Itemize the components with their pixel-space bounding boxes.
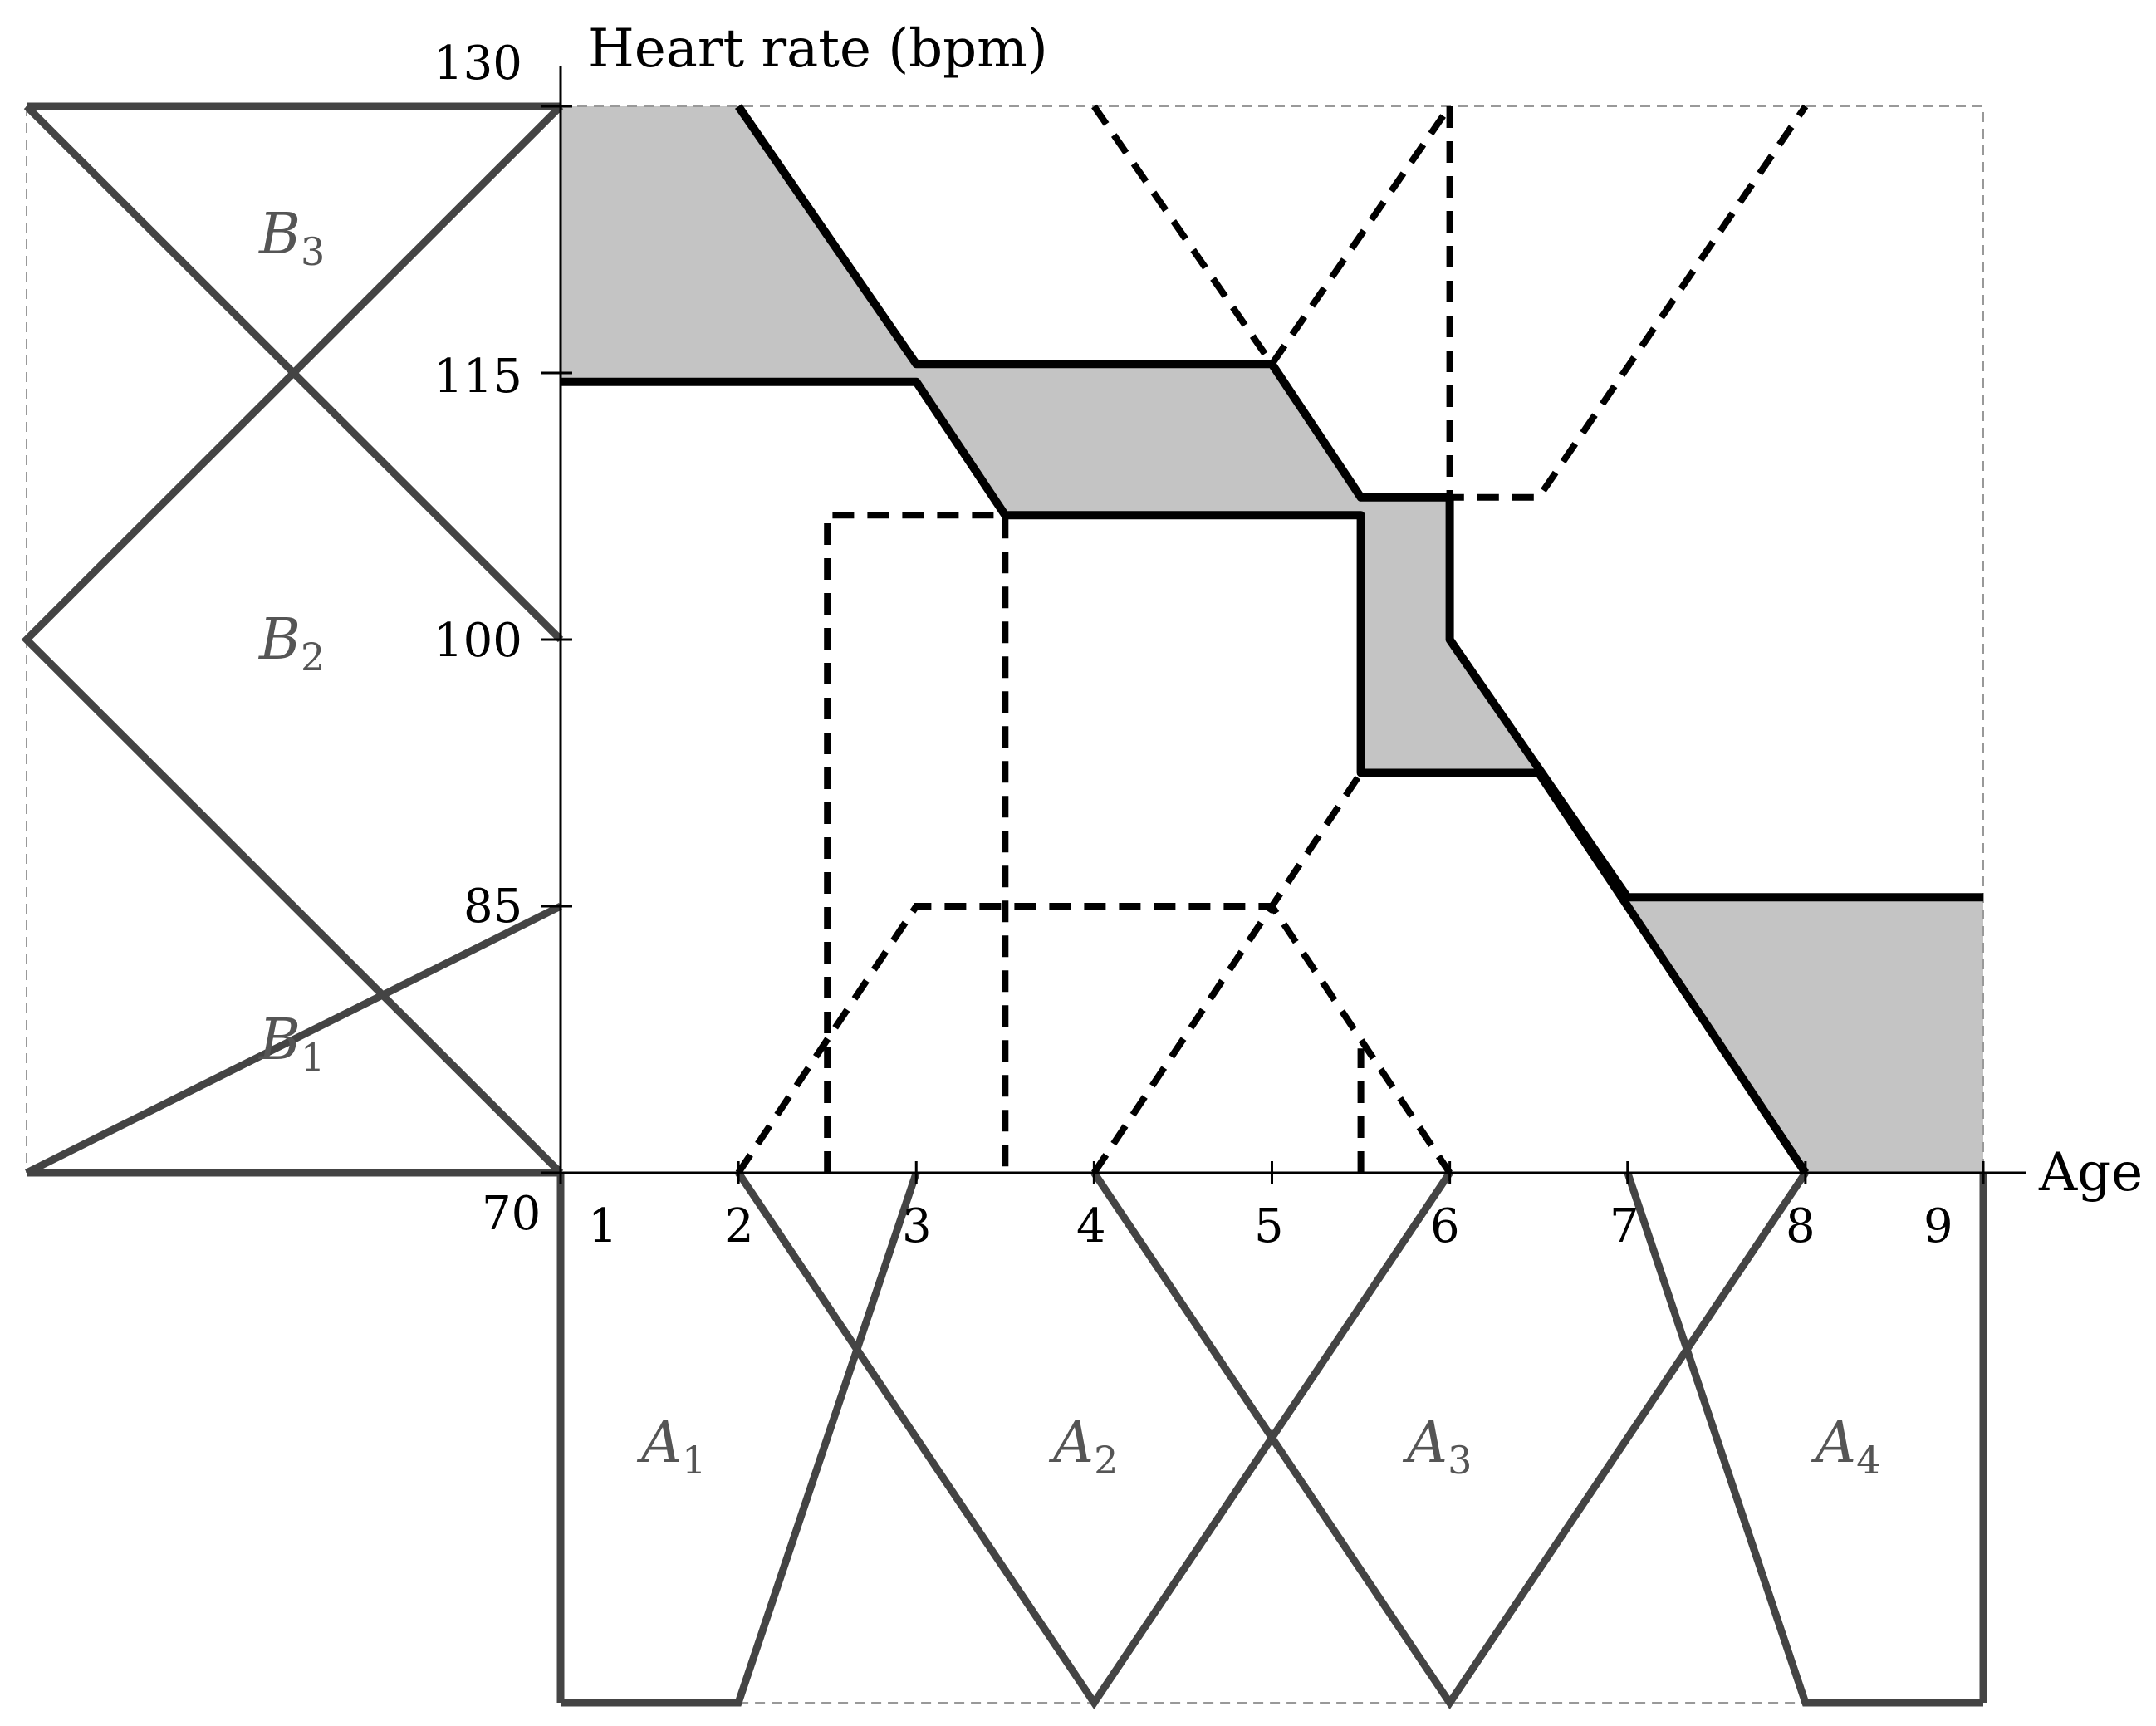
membership-functions-layer xyxy=(21,102,1987,1710)
set-label-a2: A2 xyxy=(1048,1410,1118,1483)
frame-top-right xyxy=(561,105,1984,1173)
membership-a2 xyxy=(735,1170,1453,1710)
y-tick-130: 130 xyxy=(434,37,522,91)
set-label-b1: B1 xyxy=(257,1008,325,1080)
x-tick-7: 7 xyxy=(1610,1199,1639,1253)
shaded-region-layer xyxy=(561,106,1983,1173)
x-tick-2: 2 xyxy=(724,1199,754,1253)
membership-a4 xyxy=(1624,1171,1983,1707)
membership-b1 xyxy=(24,902,563,1177)
dashed-guides-layer xyxy=(735,104,1809,1175)
y-tick-70: 70 xyxy=(482,1187,541,1241)
x-tick-4: 4 xyxy=(1076,1199,1106,1253)
shaded-region xyxy=(561,106,1983,1173)
x-axis-title: Age xyxy=(2038,1142,2143,1204)
x-tick-1: 1 xyxy=(588,1199,618,1253)
dashed-guide-2 xyxy=(1091,771,1364,1175)
x-tick-6: 6 xyxy=(1430,1199,1460,1253)
membership-b2 xyxy=(21,103,564,1176)
x-tick-8: 8 xyxy=(1786,1199,1815,1253)
dashed-guide-5 xyxy=(1091,104,1453,370)
x-tick-9: 9 xyxy=(1923,1199,1953,1253)
dashed-guide-1 xyxy=(735,903,1453,1175)
dashed-guide-3 xyxy=(824,512,1009,1173)
set-label-a3: A3 xyxy=(1402,1410,1472,1483)
boundary-layer xyxy=(561,104,1983,1175)
set-label-a4: A4 xyxy=(1811,1410,1880,1483)
labels-layer: Heart rate (bpm) Age 70 85 100 115 130 1… xyxy=(257,18,2143,1483)
set-label-b2: B2 xyxy=(257,607,325,679)
x-tick-3: 3 xyxy=(902,1199,932,1253)
axes-layer xyxy=(541,66,2026,1184)
y-tick-85: 85 xyxy=(463,880,522,934)
lower-boundary xyxy=(561,377,1810,1175)
y-tick-100: 100 xyxy=(434,614,522,668)
dashed-guide-6 xyxy=(1446,104,1809,501)
y-tick-115: 115 xyxy=(434,350,522,404)
x-tick-5: 5 xyxy=(1254,1199,1284,1253)
membership-b3 xyxy=(23,103,564,643)
set-label-b3: B3 xyxy=(257,202,325,274)
set-label-a1: A1 xyxy=(636,1410,706,1483)
y-axis-title: Heart rate (bpm) xyxy=(588,18,1048,80)
